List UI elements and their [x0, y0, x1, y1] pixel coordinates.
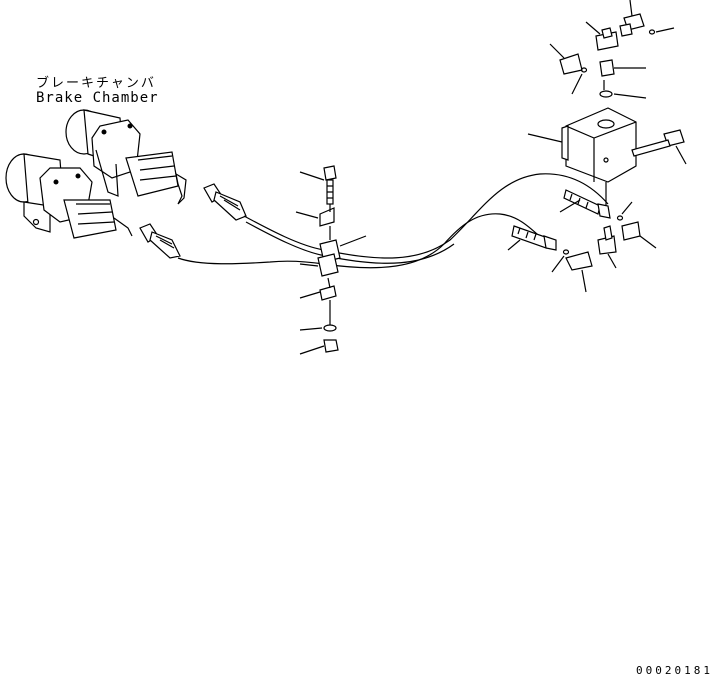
brake-chamber-upper-icon [65, 109, 187, 205]
tank-bolt-icon [631, 129, 685, 157]
clamp-plate-lower-icon [319, 277, 337, 301]
tee-fitting-mid-icon [597, 225, 617, 255]
brake-hose-upper [243, 173, 609, 259]
elbow-fitting-bottom-icon [565, 251, 593, 271]
hose-fitting-upper-icon [203, 183, 247, 221]
small-washer-left-icon [580, 67, 588, 73]
clamp-block-icon [317, 239, 341, 277]
hose-end-lower-icon [511, 225, 557, 251]
elbow-fitting-top-icon [595, 27, 619, 51]
nut-icon [323, 339, 339, 353]
o-ring-icon [599, 90, 613, 98]
brake-chamber-label-japanese: ブレーキチャンバ [36, 76, 156, 91]
air-tank-icon [561, 107, 637, 183]
elbow-fitting-right-icon [621, 221, 641, 241]
brake-hose-lower [177, 213, 547, 269]
brake-chamber-label-english: Brake Chamber [36, 90, 159, 106]
tee-fitting-top-icon [619, 13, 645, 37]
clamp-plate-upper-icon [319, 207, 335, 227]
small-washer-top-icon [648, 29, 656, 35]
hose-fitting-lower-icon [139, 223, 181, 259]
washer-icon [323, 324, 337, 332]
brake-chamber-lower-icon [5, 153, 133, 239]
drawing-number: 00020181 [636, 664, 713, 677]
hose-end-upper-icon [563, 189, 611, 219]
plug-fitting-icon [599, 59, 615, 77]
small-washer-mid-icon [562, 215, 624, 255]
clamp-bolt-icon [323, 165, 337, 205]
leader-lines [295, 0, 687, 355]
